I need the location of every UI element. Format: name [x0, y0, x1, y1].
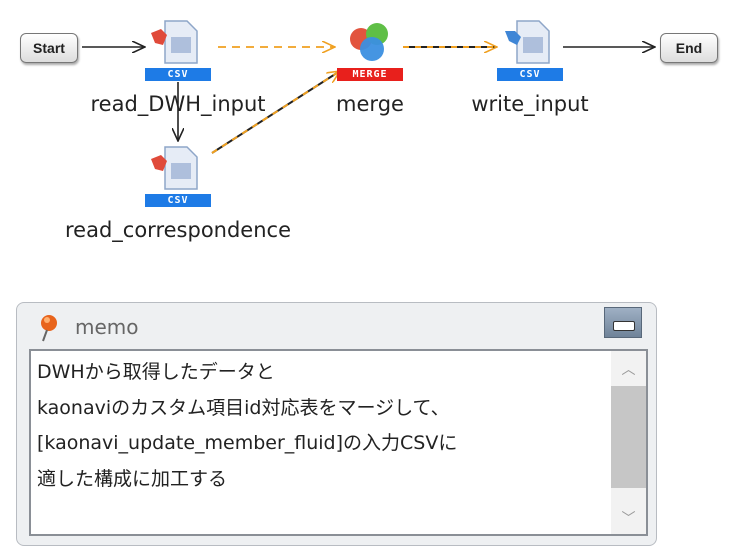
memo-line: kaonaviのカスタム項目id対応表をマージして、: [37, 396, 450, 419]
csv-badge: CSV: [145, 194, 211, 207]
minimize-button[interactable]: [604, 307, 642, 338]
memo-title: memo: [75, 315, 139, 339]
csv-read-icon: [151, 146, 198, 190]
memo-textarea[interactable]: DWHから取得したデータと kaonaviのカスタム項目id対応表をマージして、…: [29, 349, 648, 536]
memo-line: DWHから取得したデータと: [37, 361, 275, 383]
vertical-scrollbar[interactable]: ︿ ﹀: [611, 351, 646, 534]
node-read-correspondence[interactable]: CSV: [145, 145, 211, 207]
csv-write-icon: [505, 20, 550, 64]
merge-icon: [350, 23, 388, 61]
node-merge[interactable]: MERGE: [337, 19, 403, 81]
node-label: write_input: [471, 92, 589, 116]
node-label: read_correspondence: [65, 218, 291, 242]
flow-connectors: [82, 0, 733, 154]
end-node[interactable]: End: [660, 33, 718, 63]
csv-badge: CSV: [497, 68, 563, 81]
scroll-down-icon[interactable]: ﹀: [621, 511, 636, 527]
csv-badge: CSV: [145, 68, 211, 81]
memo-line: [kaonavi_update_member_fluid]の入力CSVに: [37, 432, 458, 454]
minimize-icon: [613, 321, 635, 331]
memo-panel[interactable]: memo DWHから取得したデータと kaonaviのカスタム項目id対応表をマ…: [16, 302, 657, 546]
node-label: merge: [336, 92, 404, 116]
start-node[interactable]: Start: [20, 33, 78, 63]
memo-line: 適した構成に加工する: [37, 467, 228, 490]
node-read-dwh-input[interactable]: CSV: [145, 19, 211, 81]
merge-badge: MERGE: [337, 68, 403, 81]
csv-read-icon: [151, 20, 198, 64]
node-label: read_DWH_input: [90, 92, 266, 116]
scrollbar-thumb[interactable]: [611, 386, 646, 488]
pin-icon: [41, 315, 57, 342]
node-write-input[interactable]: CSV: [497, 19, 563, 81]
scroll-up-icon[interactable]: ︿: [621, 362, 636, 378]
